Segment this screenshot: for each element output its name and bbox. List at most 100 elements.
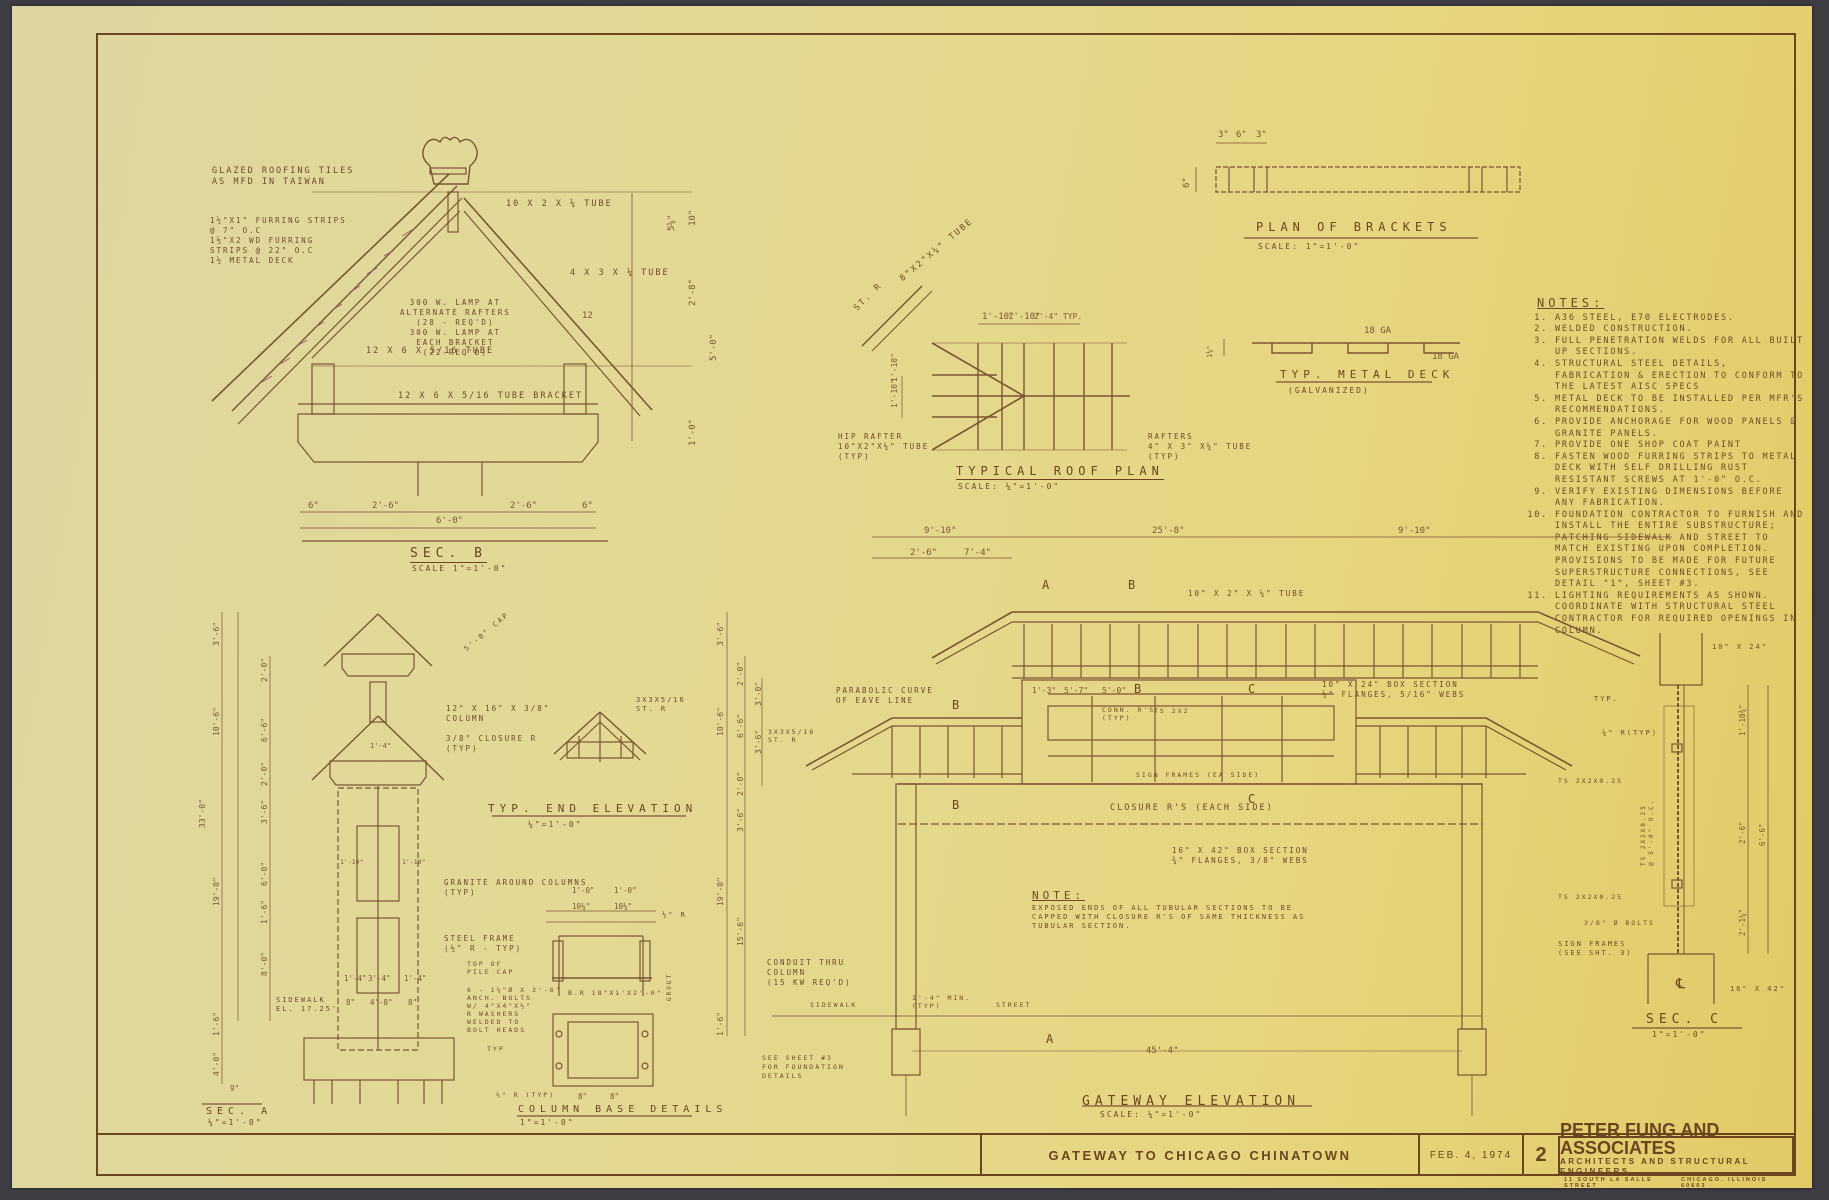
metal-deck-gauge-top: 18 GA xyxy=(1364,326,1392,336)
end-elevation-scale: ¼"=1'-0" xyxy=(528,820,583,829)
gateway-dim-sign-1: 5'-7" xyxy=(1064,686,1089,695)
sec-b-scale: SCALE 1"=1'-0" xyxy=(412,564,508,573)
sec-a-dim-inner-6: 8'-0" xyxy=(260,951,269,976)
sec-a-dim-base-5: 8" xyxy=(408,998,418,1007)
sec-b-bracket-label: 12 x 6 x 5/16 TUBE BRACKET xyxy=(398,391,584,401)
sec-a-dim-left-2: 19'-0" xyxy=(212,877,221,906)
sec-a-dim-left-3: 33'-0" xyxy=(198,799,207,828)
col-base-plate-half: ½" R xyxy=(662,911,687,919)
col-base-dim-top-1: 1'-0" xyxy=(614,886,637,895)
col-base-dim-top-3: 10¼" xyxy=(614,902,633,911)
sec-a-column-label: 12" x 16" x 3/8" COLUMN xyxy=(446,704,551,723)
sec-a-dim-14: 1'-4" xyxy=(370,742,392,750)
gateway-title: GATEWAY ELEVATION xyxy=(1082,1094,1301,1109)
roof-plan-dim-top-0: 1'-10" xyxy=(982,312,1015,322)
metal-deck-gauge-bottom: 18 GA xyxy=(1432,352,1460,362)
sec-b-dim-10b: 1'-0" xyxy=(688,418,698,446)
section-mark-b: B xyxy=(1128,578,1136,592)
firm-address: 11 SOUTH LA SALLE STREET CHICAGO, ILLINO… xyxy=(1560,1177,1792,1189)
sec-b-dim-total: 6'-0" xyxy=(436,516,464,526)
sec-b-dim-bottom-3: 6" xyxy=(582,501,593,511)
notes-heading: NOTES: xyxy=(1537,296,1605,310)
note-item: PROVIDE ONE SHOP COAT PAINT xyxy=(1555,440,1807,452)
sec-c-ts-vert-label: TS 2x2x0.25 @ 5'-0" O.C. xyxy=(1640,798,1655,866)
sec-a-dim-left-5: 4'-0" xyxy=(212,1051,221,1076)
gateway-dim-left3-1: 3'-6" xyxy=(754,729,763,754)
note-item: WELDED CONSTRUCTION. xyxy=(1555,324,1807,336)
gateway-conduit-label: CONDUIT THRU COLUMN (15 KW REQ'D) xyxy=(767,958,852,987)
metal-deck-subtitle: (GALVANIZED) xyxy=(1288,386,1370,395)
gateway-conn-label: CONN. R'S (TYP) xyxy=(1102,706,1156,722)
sec-a-dim-left-0: 3'-6" xyxy=(212,621,221,646)
sec-b-dim-bottom-0: 6" xyxy=(308,501,319,511)
sec-a-title: SEC. A xyxy=(206,1106,273,1117)
sec-a-closure-label: 3/8" CLOSURE R (TYP) xyxy=(446,734,538,753)
col-base-anchor-label: 6 - 1¼"Ø x 3'-6" ANCH. BOLTS W/ 4"x4"x½"… xyxy=(467,986,562,1034)
sec-a-dim-inner-1: 6'-6" xyxy=(260,717,269,742)
col-base-dim-bottom-1: 8" xyxy=(610,1092,620,1101)
gateway-scale: SCALE: ¼"=1'-0" xyxy=(1100,1110,1203,1119)
col-base-typ-label: TYP xyxy=(487,1045,505,1053)
gateway-dim-sign-2: 5'-0" xyxy=(1102,686,1127,695)
gateway-dim-sub-1: 7'-4" xyxy=(964,548,992,558)
drawing-linework xyxy=(202,136,1769,1117)
sec-b-tube-12x6-label: 12 x 6 x 5/16 TUBE xyxy=(366,346,495,356)
gateway-dim-left-1: 10'-6" xyxy=(716,707,725,736)
gateway-dim-top-0: 9'-10" xyxy=(924,526,957,536)
sec-c-ts-top-label: TS 2x2x0.25 xyxy=(1558,777,1624,785)
sec-b-dim-ridge: 5⅝" xyxy=(667,214,677,231)
general-notes: NOTES: A36 STEEL, E70 ELECTRODES. WELDED… xyxy=(1537,296,1807,637)
sec-a-dim-base-0: 1'-4" xyxy=(344,974,367,983)
col-base-dim-bottom-0: 8" xyxy=(578,1092,588,1101)
gateway-dim-left2-2: 2'-0" xyxy=(736,771,745,796)
sec-c-scale: 1"=1'-0" xyxy=(1652,1030,1707,1039)
sec-c-centerline: ℄ xyxy=(1676,976,1685,992)
brackets-dim-0: 3" xyxy=(1218,130,1229,140)
gateway-st-r-label: 3x3x5/16 ST. R xyxy=(768,728,816,744)
roof-plan-rafters-label: RAFTERS 4" x 3" x¼" TUBE (TYP) xyxy=(1148,432,1253,461)
col-base-typ-half-label: ½" R (TYP) xyxy=(496,1091,556,1099)
brackets-plan-drawing xyxy=(1195,142,1521,239)
gateway-dim-left2-4: 15'-6" xyxy=(736,917,745,946)
sec-b-dim-28: 2'-8" xyxy=(688,278,698,306)
blueprint-sheet: GLAZED ROOFING TILES AS MFD IN TAIWAN 1½… xyxy=(12,6,1812,1189)
col-base-dim-top-0: 1'-0" xyxy=(572,886,595,895)
note-item: STRUCTURAL STEEL DETAILS, FABRICATION & … xyxy=(1555,359,1807,394)
metal-deck-dim: 1½" xyxy=(1206,345,1214,358)
sec-a-dim-inner-2: 2'-0" xyxy=(260,761,269,786)
roof-plan-title: TYPICAL ROOF PLAN xyxy=(956,464,1164,480)
end-elevation-drawing xyxy=(492,711,686,817)
gateway-dim-left-2: 19'-0" xyxy=(716,877,725,906)
sec-c-dim-3: 6'-6" xyxy=(1758,823,1767,846)
gateway-closure-label: CLOSURE R'S (EACH SIDE) xyxy=(1110,803,1274,813)
sec-a-drawing xyxy=(202,612,455,1105)
gateway-top-tube-label: 10" x 2" x ¼" TUBE xyxy=(1188,589,1306,598)
sec-c-dim-1: 2'-6" xyxy=(1738,821,1747,844)
roof-plan-drawing xyxy=(861,285,1130,451)
metal-deck-title: TYP. METAL DECK xyxy=(1280,368,1455,381)
col-base-plate-label: B.R 18"x1'x2'-0" xyxy=(568,989,663,997)
gateway-dim-left2-1: 6'-6" xyxy=(736,713,745,738)
sec-a-dim-base-1: 3'-4" xyxy=(368,974,391,983)
roof-plan-dim-side-1: 1'-10" xyxy=(890,353,899,382)
sec-a-granite-label: GRANITE AROUND COLUMNS (TYP) xyxy=(444,878,588,897)
col-base-grout-label: GROUT xyxy=(666,972,673,1001)
note-item: PROVIDE ANCHORAGE FOR WOOD PANELS & GRAN… xyxy=(1555,417,1807,440)
brackets-dim-2: 3" xyxy=(1256,130,1267,140)
gateway-dim-sign-0: 1'-3" xyxy=(1032,686,1057,695)
sec-b-furring-label: 1½"x1" FURRING STRIPS @ 7" O.C 1½"x2 WD … xyxy=(210,216,347,265)
col-base-scale: 1"=1'-0" xyxy=(520,1118,575,1127)
column-base-drawing xyxy=(517,910,692,1117)
note-item: FASTEN WOOD FURRING STRIPS TO METAL DECK… xyxy=(1555,452,1807,487)
brackets-title: PLAN OF BRACKETS xyxy=(1256,220,1452,234)
sec-c-plate-label: ¼" R(TYP) xyxy=(1602,729,1658,737)
section-mark-b2: B xyxy=(952,698,960,712)
sec-c-dim-2: 2'-1¼" xyxy=(1738,908,1747,936)
sec-b-lamps-label: 300 W. LAMP AT ALTERNATE RAFTERS (28 - R… xyxy=(400,298,511,357)
sec-c-ts-bottom-label: TS 2x2x0.25 xyxy=(1558,893,1624,901)
firm-subtitle: ARCHITECTS AND STRUCTURAL ENGINEERS xyxy=(1560,1157,1751,1176)
firm-address-city: CHICAGO, ILLINOIS 60603 xyxy=(1681,1177,1768,1189)
sec-a-dim-110-0: 1'-10" xyxy=(340,858,364,866)
firm-block: PETER FUNG AND ASSOCIATES ARCHITECTS AND… xyxy=(1558,1121,1794,1189)
sec-a-steel-frame-label: STEEL FRAME (½" R - TYP) xyxy=(444,934,523,953)
